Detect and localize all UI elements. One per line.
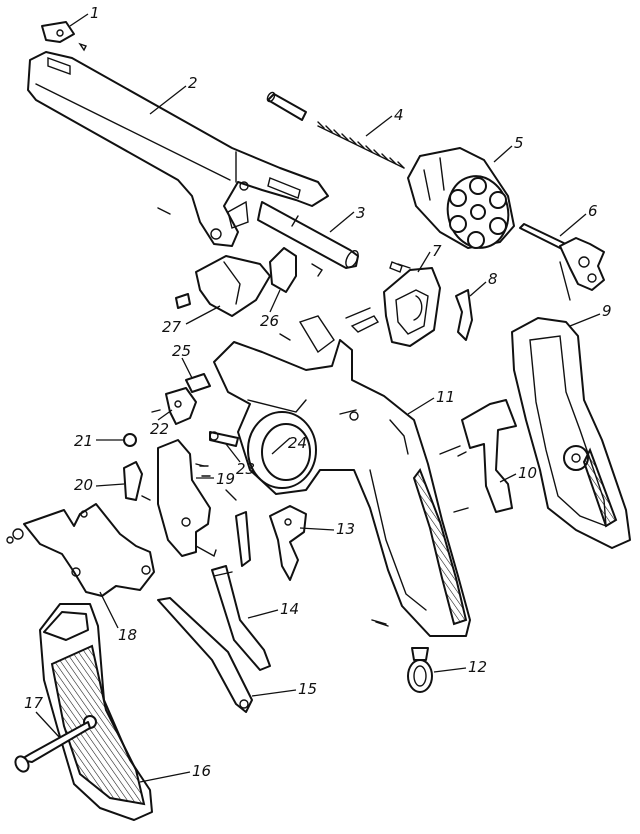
callout-8: 8 [488,270,498,288]
callout-20: 20 [74,476,93,494]
part-6-extractor [519,223,605,301]
callout-27: 27 [162,318,182,336]
callout-4: 4 [394,106,404,124]
leader-lines [35,13,601,783]
callout-1: 1 [90,4,100,22]
part-7-side-plate [383,261,441,347]
callout-14: 14 [280,600,299,618]
callout-6: 6 [588,202,598,220]
part-22-pawl [151,387,197,425]
part-4-spring-plunger [266,91,405,169]
part-17-grip-screw [14,721,91,773]
part-12-lanyard-ring [407,647,433,693]
callout-16: 16 [192,762,211,780]
callout-23: 23 [236,460,255,478]
part-9-right-grip [511,317,631,549]
callout-12: 12 [468,658,487,676]
part-11-frame [213,307,471,637]
part-13-trigger [235,505,307,581]
callout-26: 26 [260,312,279,330]
callout-17: 17 [24,694,44,712]
callout-11: 11 [436,388,455,406]
part-26-cylinder-stop [269,247,323,293]
callout-5: 5 [514,134,524,152]
callout-10: 10 [518,464,537,482]
callout-19: 19 [216,470,235,488]
part-18-grip-plate [6,503,155,597]
callout-3: 3 [356,204,366,222]
part-23-pin [209,431,239,501]
part-5-cylinder [407,147,515,249]
part-10-hand-lever [439,399,517,513]
part-27-latch-block [175,255,271,317]
part-20-catch [123,461,151,501]
loose-pins [195,263,411,627]
callout-24: 24 [288,434,307,452]
part-3-cylinder-axis [257,201,359,269]
part-19-hammer [157,439,217,558]
part-21-screw [123,433,137,447]
callout-2: 2 [188,74,198,92]
callout-25: 25 [172,342,191,360]
part-1-rear-sight [41,21,87,52]
callout-7: 7 [432,242,442,260]
part-14-mainspring [211,565,271,671]
part-25-screw [185,373,211,393]
callout-15: 15 [298,680,317,698]
part-2-frame-top-strap [27,51,329,247]
callout-21: 21 [74,432,93,450]
part-8-spring-clip [455,289,473,341]
part-15-spring-lever [157,597,253,713]
callout-13: 13 [336,520,355,538]
callout-22: 22 [150,420,169,438]
callout-18: 18 [118,626,137,644]
callout-9: 9 [602,302,612,320]
part-16-left-grip [39,603,153,821]
callout-labels: 1 2 3 4 5 6 7 8 9 10 11 12 13 14 15 16 1… [24,4,612,780]
